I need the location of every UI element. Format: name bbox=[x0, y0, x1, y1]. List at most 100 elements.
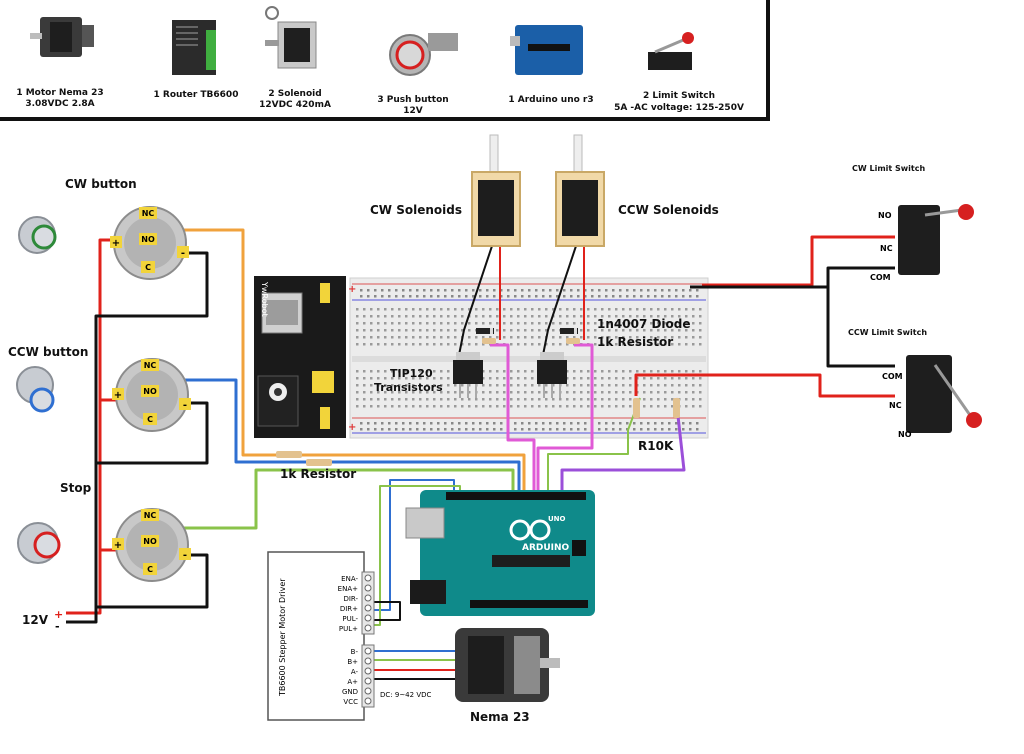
cw-limit-nc: NC bbox=[880, 244, 893, 253]
breadboard-hole bbox=[384, 370, 387, 373]
breadboard-hole bbox=[664, 370, 667, 373]
breadboard-hole bbox=[640, 295, 643, 298]
breadboard-hole bbox=[692, 377, 695, 380]
breadboard-hole bbox=[444, 289, 447, 292]
breadboard-hole bbox=[489, 398, 492, 401]
breadboard-hole bbox=[566, 384, 569, 387]
breadboard-hole bbox=[528, 295, 531, 298]
breadboard-hole bbox=[360, 289, 363, 292]
breadboard-hole bbox=[363, 377, 366, 380]
breadboard-hole bbox=[433, 308, 436, 311]
cw-limit-com: COM bbox=[870, 273, 891, 282]
breadboard-hole bbox=[426, 322, 429, 325]
breadboard-hole bbox=[580, 405, 583, 408]
breadboard-hole bbox=[489, 405, 492, 408]
breadboard-hole bbox=[468, 405, 471, 408]
breadboard-hole bbox=[524, 315, 527, 318]
breadboard-hole bbox=[629, 343, 632, 346]
breadboard-hole bbox=[591, 289, 594, 292]
breadboard-hole bbox=[416, 295, 419, 298]
breadboard-hole bbox=[433, 391, 436, 394]
breadboard-hole bbox=[531, 405, 534, 408]
breadboard-hole bbox=[615, 370, 618, 373]
breadboard-hole bbox=[563, 289, 566, 292]
breadboard-hole bbox=[664, 308, 667, 311]
breadboard-hole bbox=[685, 315, 688, 318]
breadboard-hole bbox=[570, 289, 573, 292]
breadboard-hole bbox=[374, 289, 377, 292]
breadboard-hole bbox=[377, 384, 380, 387]
breadboard-hole bbox=[573, 308, 576, 311]
breadboard-hole bbox=[496, 384, 499, 387]
breadboard-hole bbox=[696, 422, 699, 425]
breadboard-hole bbox=[440, 322, 443, 325]
breadboard-hole bbox=[405, 398, 408, 401]
part-router-label: 1 Router TB6600 bbox=[154, 90, 239, 100]
breadboard-hole bbox=[454, 336, 457, 339]
driver-pin-top-2: DIR- bbox=[343, 595, 358, 603]
breadboard-hole bbox=[619, 295, 622, 298]
breadboard-hole bbox=[580, 336, 583, 339]
breadboard-hole bbox=[559, 322, 562, 325]
breadboard-hole bbox=[566, 398, 569, 401]
breadboard-hole bbox=[657, 377, 660, 380]
breadboard-hole bbox=[454, 315, 457, 318]
breadboard-hole bbox=[433, 384, 436, 387]
breadboard-hole bbox=[440, 343, 443, 346]
part-limitswitch-label: 2 Limit Switch bbox=[643, 91, 715, 101]
breadboard-hole bbox=[391, 308, 394, 311]
breadboard-hole bbox=[633, 289, 636, 292]
breadboard-hole bbox=[615, 384, 618, 387]
ccw-button-label: CCW button bbox=[8, 345, 88, 359]
breadboard-hole bbox=[650, 405, 653, 408]
ccw-button[interactable]: NC NO + - C bbox=[16, 358, 191, 432]
cw-limit-switch[interactable]: NO NC COM bbox=[870, 204, 974, 282]
breadboard-hole bbox=[552, 384, 555, 387]
breadboard-hole bbox=[643, 384, 646, 387]
breadboard-hole bbox=[531, 336, 534, 339]
breadboard-hole bbox=[454, 405, 457, 408]
breadboard-hole bbox=[412, 308, 415, 311]
breadboard-hole bbox=[601, 384, 604, 387]
ccw-limit-switch[interactable]: COM NC NO bbox=[882, 355, 982, 439]
breadboard-hole bbox=[689, 289, 692, 292]
wire-12v-positive bbox=[66, 238, 119, 615]
breadboard-hole bbox=[363, 343, 366, 346]
breadboard-hole bbox=[559, 308, 562, 311]
breadboard-hole bbox=[580, 308, 583, 311]
breadboard-hole bbox=[363, 384, 366, 387]
breadboard-hole bbox=[685, 329, 688, 332]
breadboard-hole bbox=[391, 398, 394, 401]
cw-button[interactable]: NC NO + - C bbox=[18, 206, 189, 280]
breadboard-hole bbox=[524, 398, 527, 401]
breadboard-hole bbox=[692, 405, 695, 408]
breadboard-hole bbox=[577, 428, 580, 431]
breadboard-hole bbox=[412, 343, 415, 346]
breadboard-hole bbox=[657, 391, 660, 394]
breadboard-hole bbox=[451, 422, 454, 425]
stop-button[interactable]: NC NO + - C bbox=[17, 508, 191, 582]
breadboard-hole bbox=[692, 343, 695, 346]
driver-pin-bottom-terminal bbox=[364, 657, 372, 665]
cw-solenoid bbox=[471, 134, 521, 247]
breadboard-hole bbox=[510, 315, 513, 318]
breadboard-hole bbox=[699, 377, 702, 380]
cw-button-no: NO bbox=[141, 235, 155, 244]
breadboard-hole bbox=[664, 384, 667, 387]
breadboard-hole bbox=[563, 428, 566, 431]
breadboard-hole bbox=[475, 405, 478, 408]
breadboard-hole bbox=[384, 343, 387, 346]
breadboard-hole bbox=[412, 398, 415, 401]
breadboard-hole bbox=[608, 308, 611, 311]
breadboard-hole bbox=[381, 422, 384, 425]
breadboard-hole bbox=[570, 422, 573, 425]
breadboard-hole bbox=[412, 329, 415, 332]
breadboard-hole bbox=[440, 384, 443, 387]
breadboard-hole bbox=[566, 370, 569, 373]
breadboard-hole bbox=[458, 422, 461, 425]
breadboard-hole bbox=[692, 329, 695, 332]
breadboard-hole bbox=[598, 422, 601, 425]
breadboard-hole bbox=[671, 391, 674, 394]
breadboard-hole bbox=[682, 289, 685, 292]
breadboard-hole bbox=[594, 329, 597, 332]
